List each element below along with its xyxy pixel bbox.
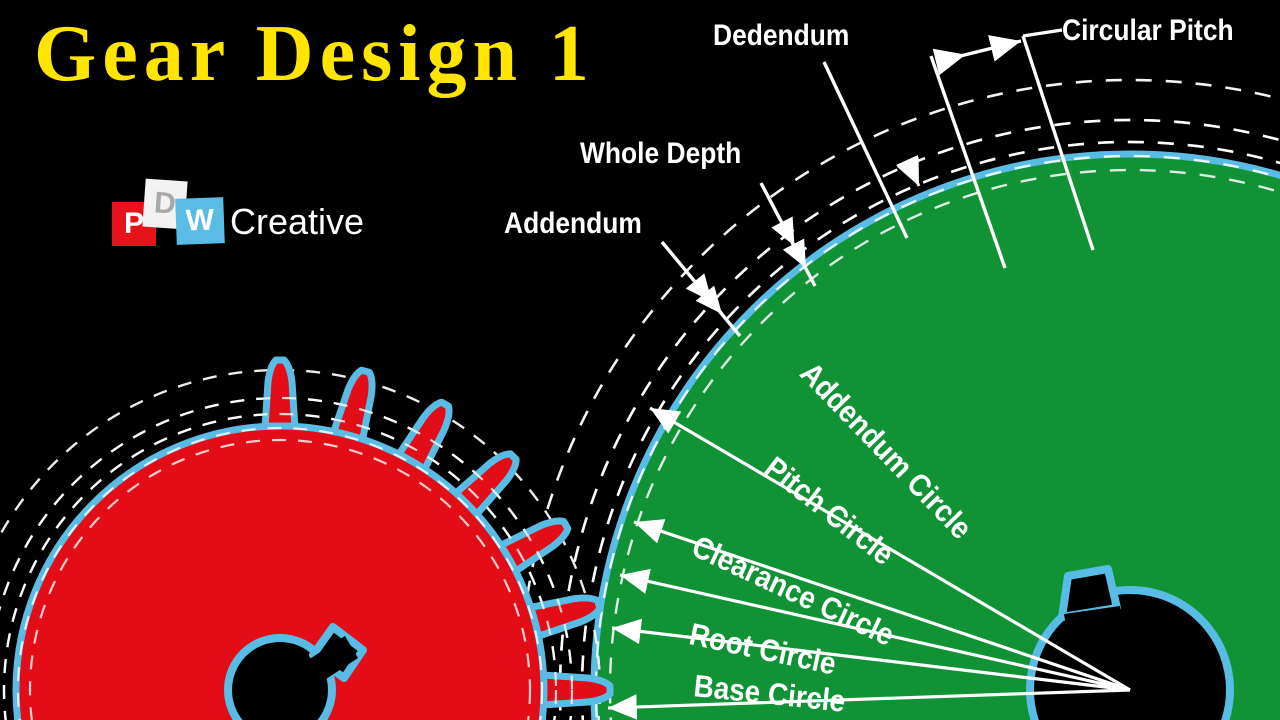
red-gear-body	[12, 422, 548, 720]
leader-root-circle	[611, 618, 1131, 692]
whole-depth-dimension-arrow	[771, 216, 808, 269]
leader-base-circle	[607, 688, 1131, 720]
circular-pitch-extension-left	[929, 55, 1007, 269]
leader-pitch-circle	[633, 519, 1131, 692]
label-dedendum: Dedendum	[713, 19, 850, 52]
label-addendum: Addendum	[504, 207, 642, 240]
page-title: Gear Design 1	[34, 10, 595, 98]
addendum-dimension-arrow	[685, 273, 724, 315]
red-reference-circles-overlay	[0, 396, 574, 720]
leader-lines	[607, 406, 1131, 720]
red-gear	[0, 360, 610, 720]
circular-pitch-arrow	[932, 35, 1022, 76]
circular-pitch-label-leader	[1022, 28, 1063, 38]
leader-addendum-circle	[649, 406, 1131, 692]
leader-clearance-circle	[619, 568, 1131, 692]
circular-pitch-dimension	[929, 28, 1095, 269]
label-circular-pitch: Circular Pitch	[1062, 14, 1234, 47]
logo-tile-w: W	[175, 197, 225, 245]
label-whole-depth: Whole Depth	[580, 137, 742, 170]
circular-pitch-extension-right	[1021, 35, 1095, 251]
dedendum-dimension-arrow	[896, 154, 921, 187]
green-gear	[518, 78, 1280, 720]
tooth-dimension-leaders	[660, 61, 921, 338]
leader-dedendum	[822, 61, 909, 239]
logo-wordmark: Creative	[230, 201, 365, 242]
red-gear-bore	[224, 623, 367, 720]
green-gear-bore	[1026, 565, 1234, 720]
